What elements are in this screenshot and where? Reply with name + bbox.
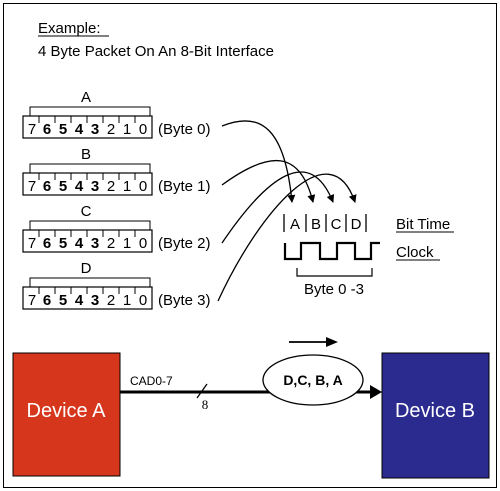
direction-arrow-icon — [326, 337, 338, 347]
bit-digit-7: 7 — [28, 178, 36, 195]
bit-digit-5: 5 — [59, 121, 67, 138]
byte-arrows — [217, 120, 357, 302]
byte-ticks — [38, 287, 136, 294]
byte-bracket — [29, 277, 151, 287]
byte-ticks — [38, 116, 136, 123]
byte-letter: D — [81, 260, 92, 277]
device-a-label: Device A — [27, 400, 107, 422]
bit-digits: 7 6 5 4 3 2 1 0 — [28, 121, 147, 138]
bit-digit-0: 0 — [139, 292, 147, 309]
byte-span-label: Byte 0 -3 — [304, 281, 364, 298]
bit-digit-7: 7 — [28, 121, 36, 138]
byte-letter: C — [81, 203, 92, 220]
slot-c: C — [331, 216, 342, 233]
example-subtitle: 4 Byte Packet On An 8-Bit Interface — [38, 43, 274, 60]
bit-digit-0: 0 — [139, 235, 147, 252]
bit-digit-6: 6 — [43, 235, 51, 252]
slot-a: A — [290, 216, 300, 233]
bit-digit-2: 2 — [107, 235, 115, 252]
example-title: Example: — [38, 20, 101, 37]
byte-label: (Byte 1) — [158, 178, 211, 195]
device-b-label: Device B — [395, 400, 475, 422]
arrow-byte-1 — [221, 160, 316, 203]
byte-ticks — [38, 230, 136, 237]
byte-bracket — [29, 220, 151, 230]
bit-digit-0: 0 — [139, 178, 147, 195]
bit-digit-4: 4 — [75, 235, 84, 252]
byte-label: (Byte 2) — [158, 235, 211, 252]
byte-row-0: A 7 6 5 4 3 2 1 0 (Byte 0) — [22, 89, 211, 139]
byte-letter: B — [81, 146, 91, 163]
bit-digit-3: 3 — [91, 292, 99, 309]
clock-label: Clock — [396, 244, 434, 261]
packet-ellipse — [262, 354, 364, 406]
bit-digit-4: 4 — [75, 292, 84, 309]
bit-digit-0: 0 — [139, 121, 147, 138]
bus-arrowhead — [370, 385, 382, 399]
arrow-byte-2 — [221, 171, 335, 244]
bit-digit-5: 5 — [59, 235, 67, 252]
bus-width-label: 8 — [202, 397, 209, 412]
bit-digits: 7 6 5 4 3 2 1 0 — [28, 292, 147, 309]
bit-digit-3: 3 — [91, 121, 99, 138]
bit-digit-2: 2 — [107, 178, 115, 195]
slot-d: D — [351, 216, 362, 233]
bit-digit-2: 2 — [107, 121, 115, 138]
bit-digit-1: 1 — [123, 178, 131, 195]
bit-digit-6: 6 — [43, 178, 51, 195]
bit-digit-5: 5 — [59, 292, 67, 309]
bit-digits: 7 6 5 4 3 2 1 0 — [28, 235, 147, 252]
bit-digit-4: 4 — [75, 178, 84, 195]
byte-row-2: C 7 6 5 4 3 2 1 0 (Byte 2) — [22, 203, 211, 253]
bit-time-label: Bit Time — [396, 216, 450, 233]
bit-digit-6: 6 — [43, 121, 51, 138]
bit-digit-7: 7 — [28, 235, 36, 252]
device-b-box — [381, 352, 490, 479]
bit-digit-6: 6 — [43, 292, 51, 309]
bit-digit-1: 1 — [123, 235, 131, 252]
bit-digit-5: 5 — [59, 178, 67, 195]
bus-width-slash — [196, 383, 208, 399]
bit-digit-4: 4 — [75, 121, 84, 138]
byte-bracket — [29, 106, 151, 116]
byte-letter: A — [81, 89, 91, 106]
byte-label: (Byte 3) — [158, 292, 211, 309]
bit-time-slots: A B C D — [283, 214, 367, 233]
bus-signal-label: CAD0-7 — [130, 374, 173, 388]
bit-digit-2: 2 — [107, 292, 115, 309]
bit-digit-3: 3 — [91, 235, 99, 252]
bit-digits: 7 6 5 4 3 2 1 0 — [28, 178, 147, 195]
bit-digit-1: 1 — [123, 292, 131, 309]
byte-span-bracket — [296, 268, 373, 277]
byte-label: (Byte 0) — [158, 121, 211, 138]
device-a-box — [12, 352, 121, 477]
arrow-byte-0 — [221, 120, 296, 203]
bit-digit-3: 3 — [91, 178, 99, 195]
byte-bracket — [29, 163, 151, 173]
slot-b: B — [311, 216, 321, 233]
bit-digit-7: 7 — [28, 292, 36, 309]
packet-label: D,C, B, A — [283, 372, 342, 388]
arrow-byte-3 — [217, 173, 357, 302]
byte-ticks — [38, 173, 136, 180]
byte-row-3: D 7 6 5 4 3 2 1 0 (Byte 3) — [22, 260, 211, 310]
clock-waveform — [283, 241, 380, 261]
bit-digit-1: 1 — [123, 121, 131, 138]
byte-row-1: B 7 6 5 4 3 2 1 0 (Byte 1) — [22, 146, 211, 196]
